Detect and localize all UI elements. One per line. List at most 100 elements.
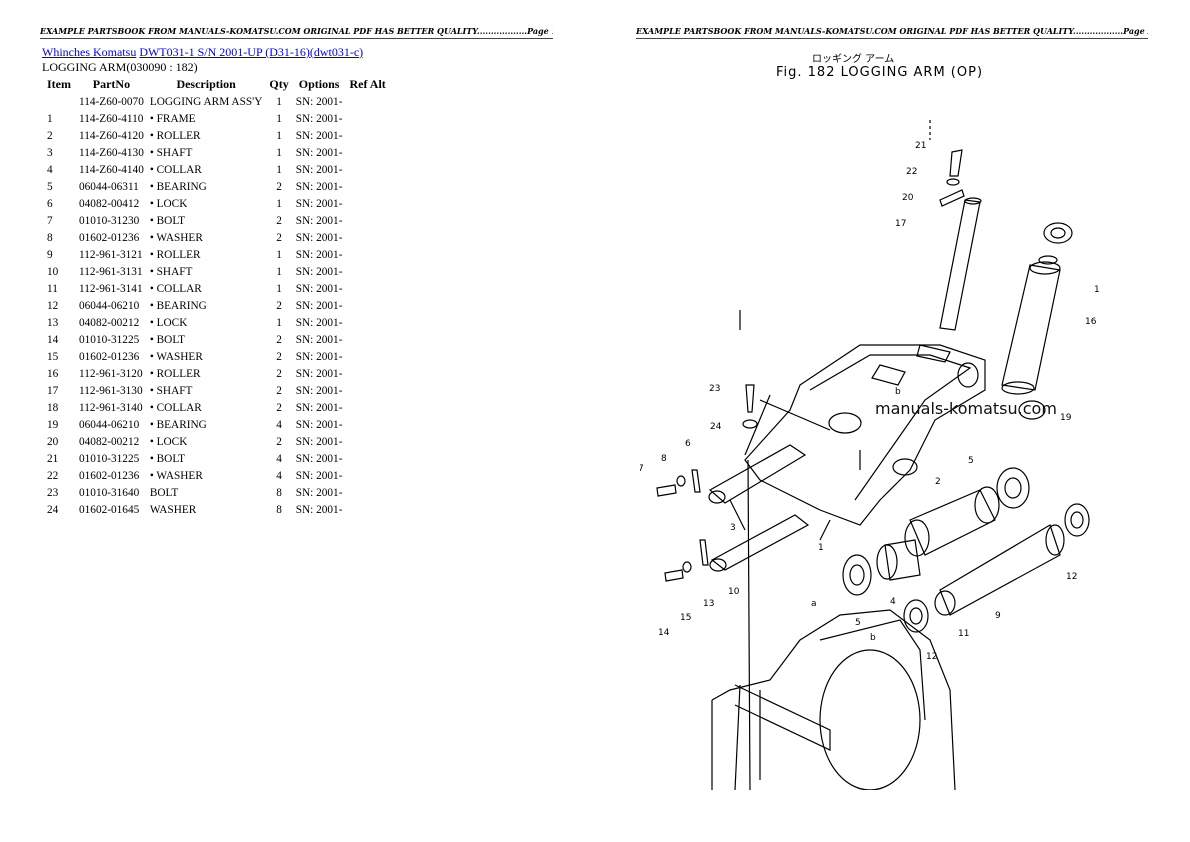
cell-part: 01010-31225 bbox=[79, 333, 140, 346]
callout-24: 24 bbox=[710, 422, 722, 432]
cell-desc: • BEARING bbox=[149, 180, 207, 193]
cell-part: 01602-01236 bbox=[79, 350, 140, 363]
cell-desc: • ROLLER bbox=[149, 367, 201, 380]
cell-opt: SN: 2001- bbox=[295, 350, 343, 363]
cell-opt: SN: 2001- bbox=[295, 282, 343, 295]
cell-ref bbox=[345, 467, 389, 484]
cell-ref bbox=[345, 280, 389, 297]
callout-b2: b bbox=[895, 387, 901, 397]
cell-desc: • ROLLER bbox=[149, 129, 201, 142]
cell-part: 114-Z60-4130 bbox=[79, 146, 144, 159]
cell-part: 112-961-3121 bbox=[79, 248, 143, 261]
cell-qty: 1 bbox=[276, 197, 282, 210]
cell-opt: SN: 2001- bbox=[295, 180, 343, 193]
cell-item: 5 bbox=[47, 180, 53, 193]
cell-part: 06044-06210 bbox=[79, 299, 140, 312]
cell-ref bbox=[345, 144, 389, 161]
cell-ref bbox=[345, 416, 389, 433]
cell-ref bbox=[345, 229, 389, 246]
cell-desc: • BOLT bbox=[149, 333, 186, 346]
cell-part: 114-Z60-4120 bbox=[79, 129, 144, 142]
callout-3: 3 bbox=[730, 523, 736, 533]
col-item: Item bbox=[47, 77, 71, 91]
cell-opt: SN: 2001- bbox=[295, 333, 343, 346]
callout-20: 20 bbox=[902, 193, 914, 203]
cell-opt: SN: 2001- bbox=[295, 299, 343, 312]
cell-part: 114-Z60-0070 bbox=[79, 95, 144, 108]
callout-11: 11 bbox=[958, 629, 969, 639]
cell-desc: • SHAFT bbox=[149, 384, 193, 397]
cell-desc: • LOCK bbox=[149, 316, 188, 329]
col-options: Options bbox=[298, 77, 340, 91]
cell-part: 01010-31225 bbox=[79, 452, 140, 465]
cell-qty: 4 bbox=[276, 452, 282, 465]
cell-qty: 2 bbox=[276, 350, 282, 363]
cell-desc: BOLT bbox=[149, 486, 179, 499]
cell-part: 112-961-3131 bbox=[79, 265, 143, 278]
cell-qty: 1 bbox=[276, 163, 282, 176]
cell-part: 04082-00412 bbox=[79, 197, 140, 210]
cell-ref bbox=[345, 399, 389, 416]
cell-qty: 4 bbox=[276, 469, 282, 482]
cell-ref bbox=[345, 501, 389, 518]
cell-desc: • BOLT bbox=[149, 452, 186, 465]
cell-item: 6 bbox=[47, 197, 53, 210]
cell-item: 21 bbox=[47, 452, 59, 465]
callout-5: 5 bbox=[968, 456, 974, 466]
cell-desc: • BOLT bbox=[149, 214, 186, 227]
cell-part: 112-961-3141 bbox=[79, 282, 143, 295]
callout-19b: 19 bbox=[1060, 413, 1072, 423]
cell-desc: • WASHER bbox=[149, 469, 203, 482]
page-header-left: EXAMPLE PARTSBOOK FROM MANUALS-KOMATSU.C… bbox=[40, 26, 553, 39]
callout-5b: 5 bbox=[855, 618, 861, 628]
callout-4: 4 bbox=[890, 597, 896, 607]
cell-ref bbox=[345, 93, 389, 110]
cell-ref bbox=[345, 178, 389, 195]
cell-ref bbox=[345, 314, 389, 331]
cell-opt: SN: 2001- bbox=[295, 316, 343, 329]
cell-opt: SN: 2001- bbox=[295, 486, 343, 499]
cell-qty: 8 bbox=[276, 486, 282, 499]
cell-item: 7 bbox=[47, 214, 53, 227]
figure-title: Fig. 182 LOGGING ARM (OP) bbox=[776, 65, 984, 80]
cell-qty: 2 bbox=[276, 367, 282, 380]
model-link[interactable]: DWT031-1 S/N 2001-UP (D31-16)(dwt031-c) bbox=[139, 45, 364, 59]
cell-item: 18 bbox=[47, 401, 59, 414]
section-title: LOGGING ARM(030090 : 182) bbox=[42, 60, 198, 74]
cell-item: 4 bbox=[47, 163, 53, 176]
cell-opt: SN: 2001- bbox=[295, 384, 343, 397]
callout-10: 10 bbox=[728, 587, 740, 597]
brand-link[interactable]: Whinches Komatsu bbox=[42, 45, 137, 59]
cell-desc: • BEARING bbox=[149, 299, 207, 312]
cell-part: 04082-00212 bbox=[79, 316, 140, 329]
cell-opt: SN: 2001- bbox=[295, 401, 343, 414]
cell-desc: • COLLAR bbox=[149, 282, 202, 295]
cell-part: 06044-06311 bbox=[79, 180, 139, 193]
cell-ref bbox=[345, 246, 389, 263]
cell-qty: 2 bbox=[276, 435, 282, 448]
cell-opt: SN: 2001- bbox=[295, 503, 343, 516]
cell-opt: SN: 2001- bbox=[295, 112, 343, 125]
cell-desc: • COLLAR bbox=[149, 163, 202, 176]
cell-part: 112-961-3120 bbox=[79, 367, 143, 380]
callout-labels: 21 22 20 17 19 18 16 19 23 24 6 8 7 3 5 … bbox=[640, 141, 1100, 662]
cell-item: 22 bbox=[47, 469, 59, 482]
cell-desc: • LOCK bbox=[149, 435, 188, 448]
cell-qty: 1 bbox=[276, 282, 282, 295]
cell-qty: 1 bbox=[276, 316, 282, 329]
cell-qty: 1 bbox=[276, 248, 282, 261]
cell-item: 17 bbox=[47, 384, 59, 397]
frame-arm-outline bbox=[744, 344, 986, 526]
callout-12b: 12 bbox=[926, 652, 937, 662]
cell-qty: 2 bbox=[276, 333, 282, 346]
cell-part: 112-961-3140 bbox=[79, 401, 143, 414]
